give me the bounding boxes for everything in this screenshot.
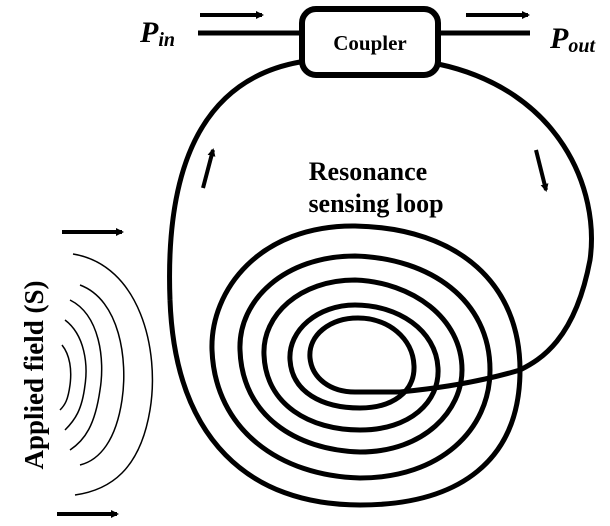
input-power-label: Pin xyxy=(139,16,175,51)
loop-left-arc xyxy=(167,59,301,301)
sensing-coil xyxy=(167,223,523,508)
applied-field-label: Applied field (S) xyxy=(19,280,49,469)
applied-field-waves xyxy=(59,253,154,496)
coupler-box xyxy=(299,6,441,78)
loop-label-line1: Resonance xyxy=(309,157,427,186)
loop-arrow-down-icon xyxy=(534,149,549,192)
output-power-label: Pout xyxy=(549,22,596,57)
loop-arrow-up-icon xyxy=(201,148,216,189)
coupler-label: Coupler xyxy=(333,31,407,55)
loop-label-line2: sensing loop xyxy=(308,189,443,218)
